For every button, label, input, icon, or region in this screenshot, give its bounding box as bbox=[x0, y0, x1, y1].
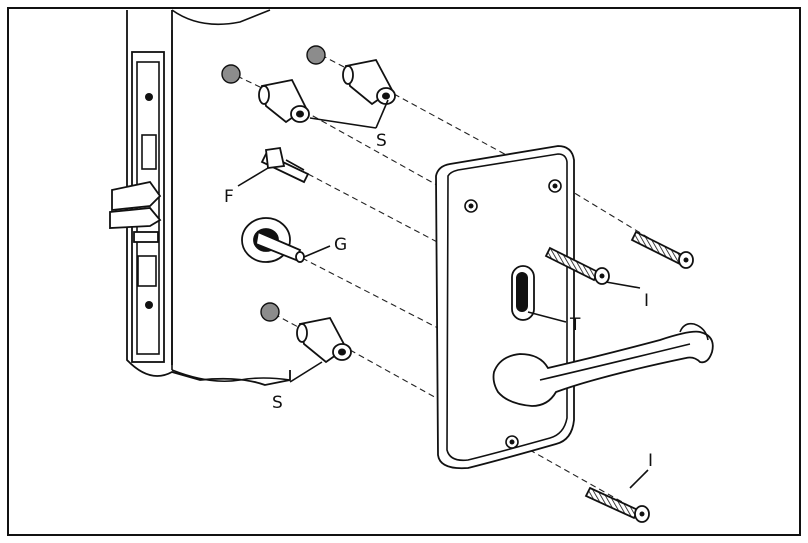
door-edge bbox=[126, 9, 291, 386]
faceplate-screw-bottom bbox=[145, 301, 153, 309]
sleeve-upper-right bbox=[342, 58, 396, 106]
spindle-pin-f bbox=[260, 146, 310, 184]
door-hole-plug bbox=[221, 64, 241, 84]
leader-lines bbox=[237, 99, 649, 489]
lever-handle bbox=[492, 322, 714, 407]
label-f: F bbox=[224, 187, 234, 207]
mounting-screw-lower bbox=[584, 486, 650, 523]
mortise-lock-faceplate bbox=[109, 51, 165, 363]
latch-bolt bbox=[111, 180, 162, 211]
diagram-frame bbox=[7, 7, 801, 536]
label-t: T bbox=[569, 315, 581, 335]
label-s-top: S bbox=[376, 131, 387, 151]
sleeve-upper-left bbox=[258, 78, 310, 124]
faceplate-screw-top bbox=[145, 93, 153, 101]
door-hole-plug bbox=[260, 302, 280, 322]
label-g: G bbox=[334, 235, 347, 255]
door-hole-plug bbox=[306, 45, 326, 65]
mounting-screw-upper bbox=[630, 230, 694, 269]
label-s-bottom: S bbox=[272, 393, 283, 413]
label-i-top: I bbox=[644, 291, 649, 311]
sleeve-lower bbox=[296, 316, 352, 364]
escutcheon-plate bbox=[435, 145, 575, 470]
spindle-hub-g bbox=[241, 217, 305, 263]
thumbturn-t bbox=[511, 265, 535, 321]
label-i-bottom: I bbox=[648, 451, 653, 471]
mounting-screw-middle bbox=[544, 246, 610, 285]
deadbolt-opening bbox=[141, 134, 157, 170]
